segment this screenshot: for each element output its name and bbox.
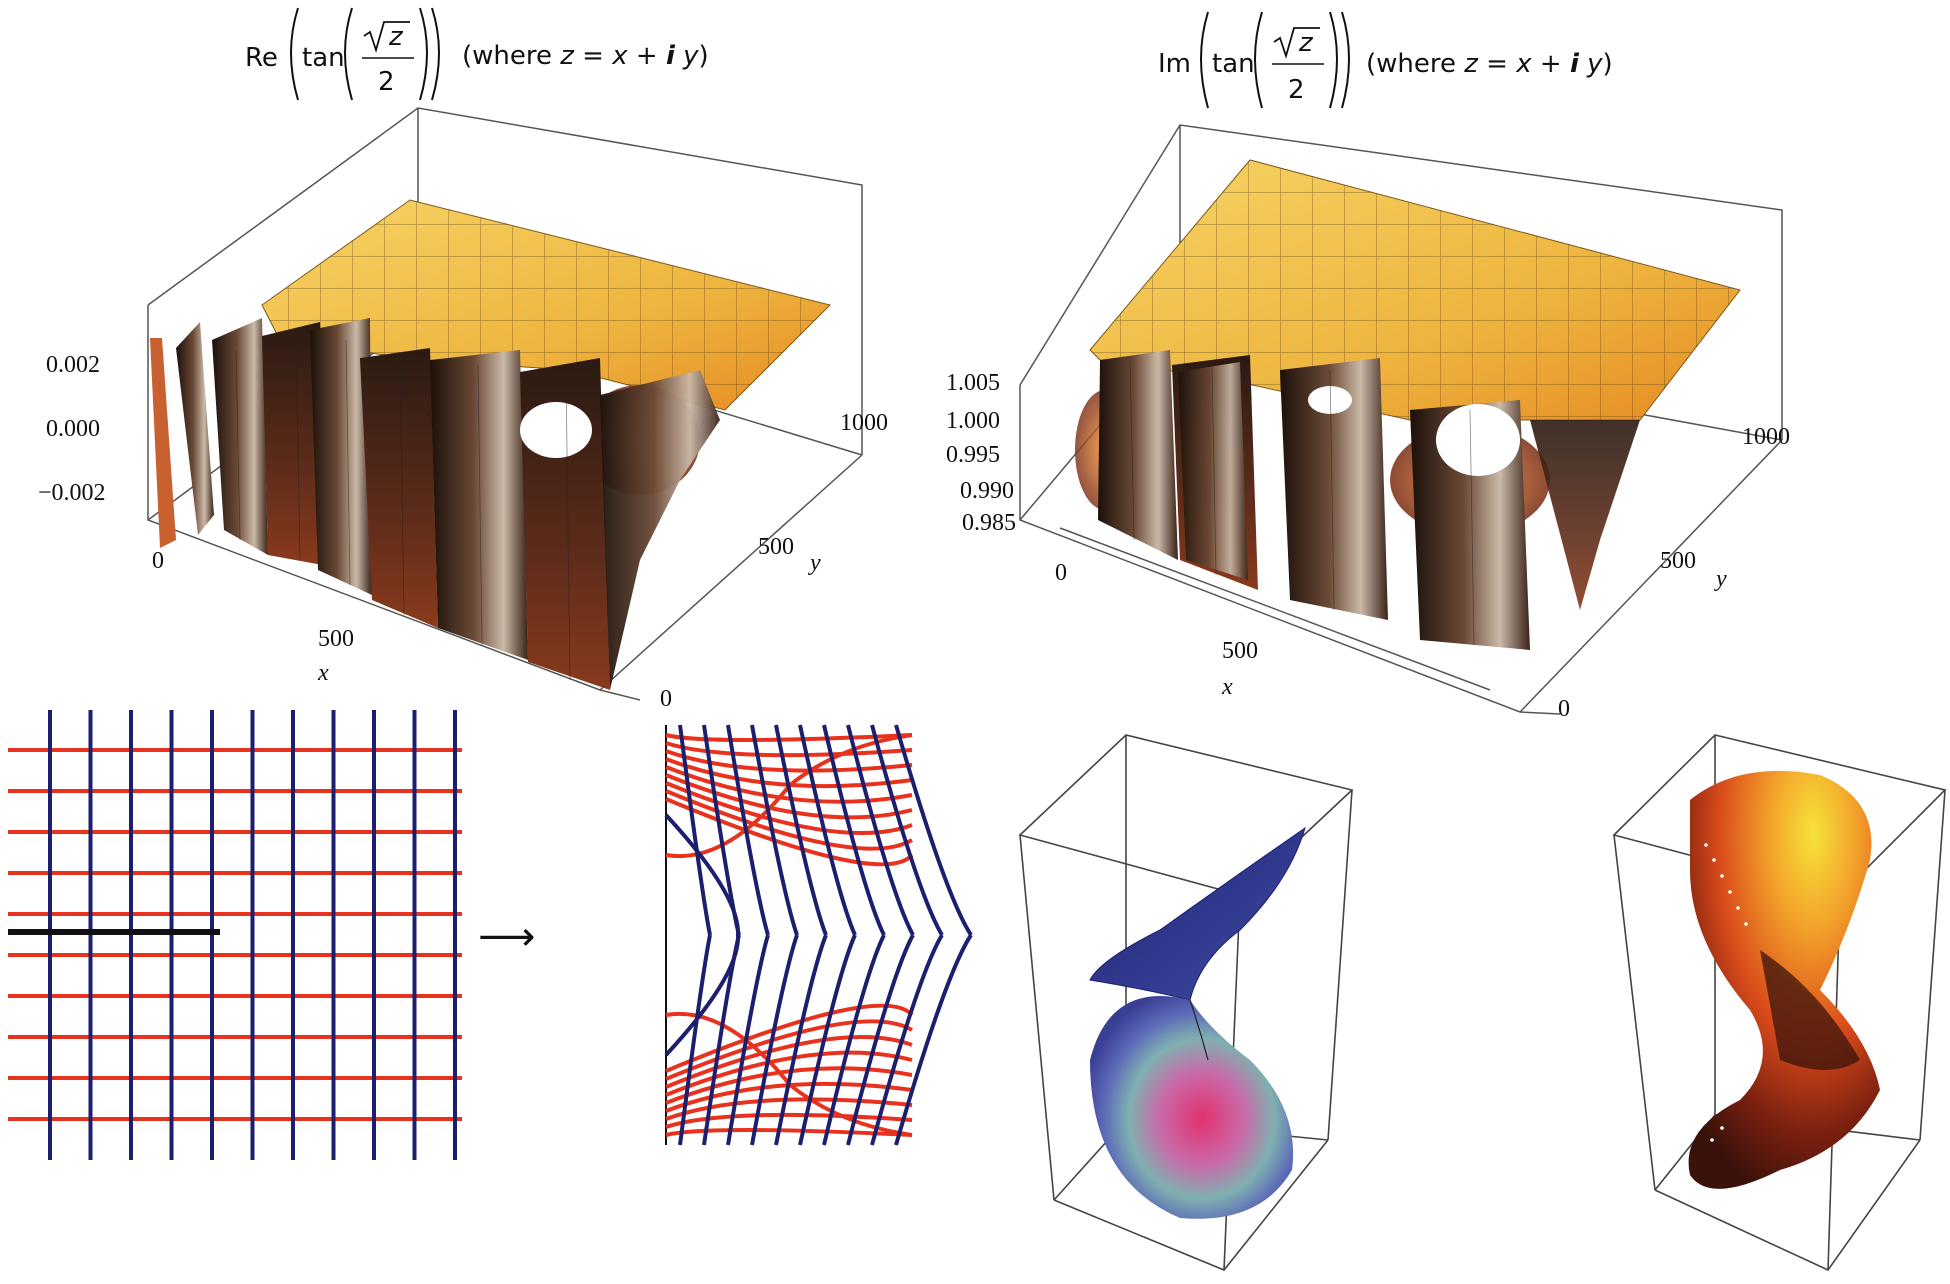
- re-title-func: Re: [245, 43, 278, 73]
- re-z-tick-1: 0.002: [46, 352, 100, 378]
- im-y-tick-3: 0: [1558, 696, 1570, 722]
- conformal-blue-curve: [822, 724, 886, 936]
- conformal-blue-curve: [822, 934, 886, 1146]
- rect-grid: [8, 710, 462, 1160]
- conformal-blue-curve: [750, 934, 799, 1146]
- re-z-tick-2: 0.000: [46, 416, 100, 442]
- im-z-tick-3: 0.995: [946, 442, 1000, 468]
- re-y-label: y: [808, 550, 821, 576]
- im-title-op: tan: [1212, 49, 1255, 79]
- conformal-blue-curve: [870, 724, 944, 937]
- hot-surface-dots: [1704, 843, 1748, 1142]
- conformal-blue-curve: [846, 934, 915, 1146]
- conformal-blue-curve: [750, 724, 799, 936]
- re-x-tick-1: 0: [152, 548, 164, 574]
- rect-grid-horizontal-lines: [8, 748, 462, 1121]
- re-x-tick-2: 500: [318, 626, 354, 652]
- conformal-red-curve: [665, 733, 913, 742]
- re-title-denominator: 2: [378, 67, 395, 97]
- conformal-red-curves: [665, 733, 914, 1137]
- conformal-red-curve: [665, 749, 913, 773]
- conformal-red-curve: [665, 1019, 914, 1081]
- conformal-blue-curve: [894, 724, 973, 937]
- re-title-op: tan: [302, 43, 345, 73]
- conformal-blue-curve: [798, 934, 857, 1146]
- conformal-grid: [664, 724, 973, 1146]
- re-y-tick-2: 500: [758, 534, 794, 560]
- conformal-red-curve: [665, 757, 913, 789]
- im-x-label: x: [1221, 674, 1233, 700]
- conformal-blue-curve: [774, 934, 828, 1146]
- conformal-red-curve: [665, 1035, 913, 1089]
- conformal-blue-curve: [678, 934, 712, 1146]
- im-z-tick-4: 0.990: [960, 478, 1014, 504]
- im-z-tick-1: 1.005: [946, 370, 1000, 396]
- conformal-blue-curve: [894, 933, 973, 1146]
- im-title-denominator: 2: [1288, 75, 1305, 105]
- re-z-tick-3: −0.002: [38, 480, 106, 506]
- im-plot-axes: 1.005 1.000 0.995 0.990 0.985 0 500 x 10…: [946, 370, 1790, 722]
- conformal-red-curve: [665, 1097, 913, 1121]
- conformal-red-curve: [665, 1112, 913, 1129]
- conformal-blue-curve: [798, 724, 857, 936]
- im-y-label: y: [1714, 566, 1727, 592]
- riemann-surface-2: [1612, 734, 1947, 1272]
- re-y-tick-1: 1000: [840, 410, 888, 436]
- conformal-red-curve: [665, 773, 913, 820]
- re-title-where: (where z = x + i y): [462, 41, 709, 71]
- im-z-tick-5: 0.985: [962, 510, 1016, 536]
- re-plot-walls: [150, 318, 720, 690]
- re-plot: Re tan z 2 (where z = x + i y): [38, 7, 888, 712]
- conformal-blue-curve: [678, 724, 712, 936]
- im-z-tick-2: 1.000: [946, 408, 1000, 434]
- conformal-red-curve: [665, 789, 914, 851]
- re-title-sqrt-arg: z: [388, 22, 404, 52]
- conformal-blue-curve: [870, 933, 944, 1146]
- re-x-label: x: [317, 660, 329, 686]
- im-plot-walls: [1098, 350, 1640, 650]
- conformal-blue-curve: [664, 813, 741, 1057]
- re-plot-axes: 0.002 0.000 −0.002 0 500 x 1000 500 y 0: [38, 352, 888, 712]
- re-y-tick-3: 0: [660, 686, 672, 712]
- im-x-tick-1: 0: [1055, 560, 1067, 586]
- conformal-blue-curve: [726, 724, 770, 936]
- mapping-arrow: ⟶: [478, 914, 535, 960]
- im-x-tick-2: 500: [1222, 638, 1258, 664]
- im-plot-title: Im tan z 2 (where z = x + i y): [1158, 11, 1613, 109]
- conformal-red-curve: [665, 781, 913, 835]
- riemann-surface-1: [1018, 734, 1354, 1271]
- conformal-red-curve: [665, 1128, 913, 1137]
- conformal-blue-curve: [846, 724, 915, 936]
- im-title-func: Im: [1158, 49, 1191, 79]
- rect-grid-vertical-lines: [48, 710, 457, 1160]
- conformal-blue-curve: [774, 724, 828, 936]
- re-plot-title: Re tan z 2 (where z = x + i y): [245, 7, 709, 101]
- conformal-red-curve: [665, 741, 913, 758]
- im-title-sqrt-arg: z: [1298, 28, 1314, 58]
- im-title-where: (where z = x + i y): [1366, 49, 1613, 79]
- conformal-blue-curves: [664, 724, 973, 1146]
- im-y-tick-2: 500: [1660, 548, 1696, 574]
- im-y-tick-1: 1000: [1742, 424, 1790, 450]
- conformal-red-curve: [665, 1081, 913, 1113]
- conformal-red-curve: [665, 1050, 913, 1097]
- conformal-blue-curve: [726, 934, 770, 1146]
- im-plot: Im tan z 2 (where z = x + i y): [946, 11, 1790, 722]
